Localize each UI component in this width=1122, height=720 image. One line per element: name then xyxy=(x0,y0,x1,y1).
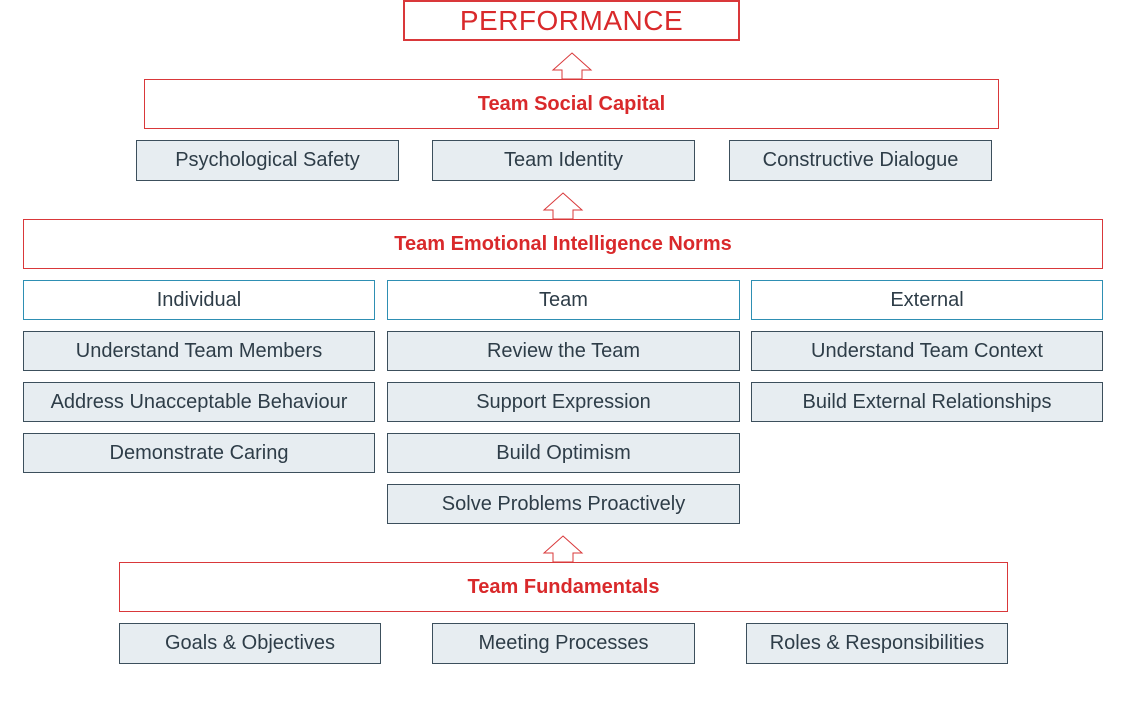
item-label: Meeting Processes xyxy=(478,632,649,654)
item-label: Address Unacceptable Behaviour xyxy=(50,390,348,413)
social-capital-header: Team Social Capital xyxy=(144,79,999,129)
social-capital-item: Team Identity xyxy=(432,140,695,181)
ei-norms-title: Team Emotional Intelligence Norms xyxy=(394,232,732,255)
column-header-label: External xyxy=(890,288,964,311)
up-arrow-icon xyxy=(542,535,584,563)
fundamentals-header: Team Fundamentals xyxy=(119,562,1008,612)
item-label: Psychological Safety xyxy=(175,149,360,171)
fundamentals-item: Meeting Processes xyxy=(432,623,695,664)
social-capital-title: Team Social Capital xyxy=(477,92,666,115)
column-header-external: External xyxy=(751,280,1103,320)
norm-item: Understand Team Members xyxy=(23,331,375,371)
norm-item: Review the Team xyxy=(387,331,740,371)
ei-norms-header: Team Emotional Intelligence Norms xyxy=(23,219,1103,269)
item-label: Demonstrate Caring xyxy=(109,441,289,464)
norm-item: Understand Team Context xyxy=(751,331,1103,371)
norm-item: Build External Relationships xyxy=(751,382,1103,422)
item-label: Team Identity xyxy=(504,149,623,171)
norm-item: Demonstrate Caring xyxy=(23,433,375,473)
item-label: Understand Team Context xyxy=(811,339,1043,362)
fundamentals-title: Team Fundamentals xyxy=(467,575,660,598)
column-header-individual: Individual xyxy=(23,280,375,320)
item-label: Build External Relationships xyxy=(802,390,1052,413)
fundamentals-item: Roles & Responsibilities xyxy=(746,623,1008,664)
performance-box: PERFORMANCE xyxy=(403,0,740,41)
item-label: Build Optimism xyxy=(496,441,631,464)
performance-label: PERFORMANCE xyxy=(459,4,684,36)
item-label: Solve Problems Proactively xyxy=(441,492,686,515)
norm-item: Address Unacceptable Behaviour xyxy=(23,382,375,422)
column-header-team: Team xyxy=(387,280,740,320)
item-label: Constructive Dialogue xyxy=(762,149,959,171)
column-header-label: Team xyxy=(539,288,588,311)
up-arrow-icon xyxy=(551,52,593,80)
item-label: Roles & Responsibilities xyxy=(769,632,985,654)
item-label: Goals & Objectives xyxy=(164,632,336,654)
social-capital-item: Psychological Safety xyxy=(136,140,399,181)
item-label: Support Expression xyxy=(476,390,651,413)
column-header-label: Individual xyxy=(156,288,242,311)
item-label: Understand Team Members xyxy=(75,339,323,362)
social-capital-item: Constructive Dialogue xyxy=(729,140,992,181)
norm-item: Build Optimism xyxy=(387,433,740,473)
up-arrow-icon xyxy=(542,192,584,220)
norm-item: Support Expression xyxy=(387,382,740,422)
fundamentals-item: Goals & Objectives xyxy=(119,623,381,664)
norm-item: Solve Problems Proactively xyxy=(387,484,740,524)
item-label: Review the Team xyxy=(486,339,641,362)
